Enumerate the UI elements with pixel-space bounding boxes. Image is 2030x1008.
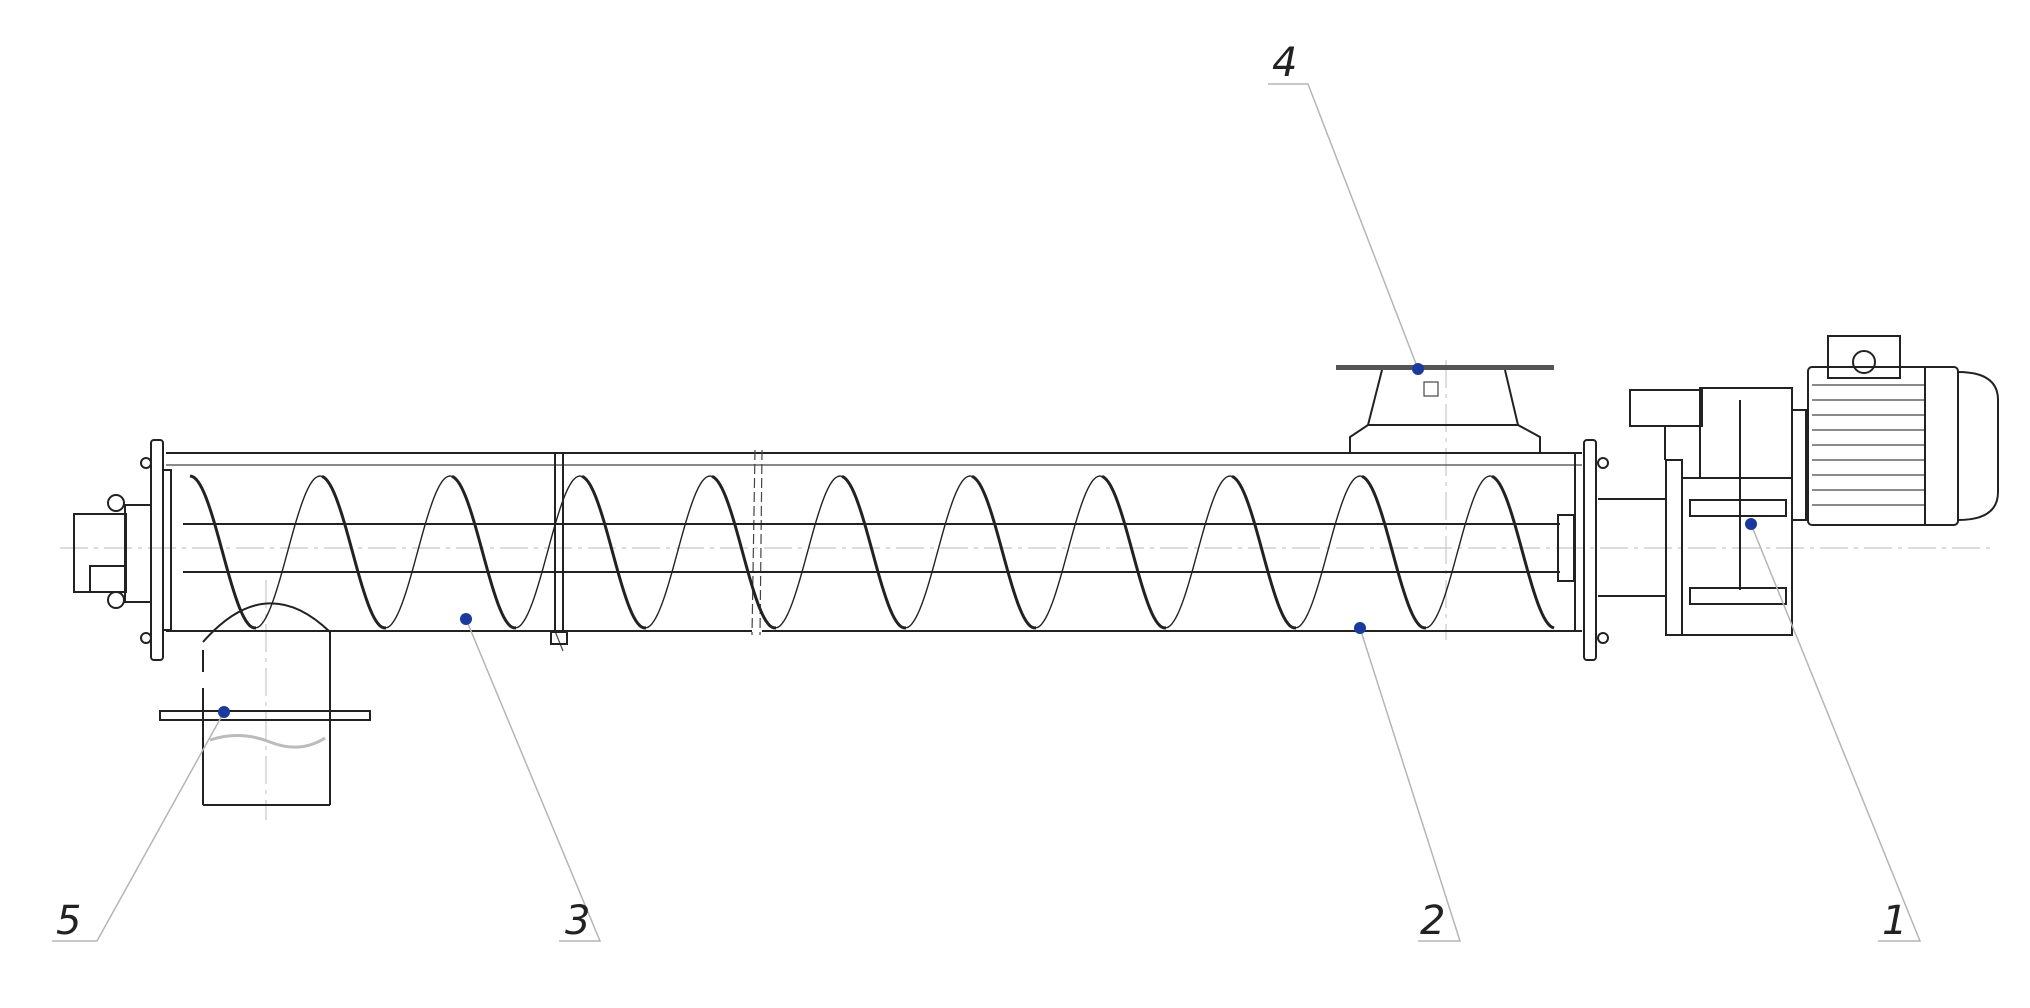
drive-unit [1598, 335, 1999, 636]
flight-edge [515, 475, 583, 629]
marker-4 [1412, 363, 1424, 375]
marker-2 [1354, 622, 1366, 634]
screw-flights [189, 474, 1555, 630]
flight-edge [775, 475, 843, 629]
flight-edge [1361, 475, 1426, 630]
callout-label-3: 3 [565, 898, 590, 944]
flight-edge [1425, 475, 1493, 629]
flight-edge [189, 474, 256, 630]
callout-markers [218, 363, 1757, 718]
trough-body [166, 449, 1582, 652]
flight-edge [1295, 475, 1363, 629]
flight-edge [581, 475, 646, 630]
callout-label-2: 2 [1420, 898, 1445, 944]
flight-edge [841, 475, 906, 630]
flight-edge [255, 475, 323, 629]
marker-3 [460, 613, 472, 625]
flight-edge [645, 475, 713, 629]
flight-edge [1165, 475, 1233, 629]
marker-1 [1745, 518, 1757, 530]
flight-edge [905, 475, 973, 629]
inlet-hopper [1336, 365, 1554, 453]
flight-edge [971, 475, 1036, 630]
flight-edge [1231, 475, 1296, 630]
leader-lines [52, 83, 1922, 942]
callout-label-4: 4 [1272, 40, 1297, 86]
flight-edge [1101, 475, 1166, 630]
marker-5 [218, 706, 230, 718]
right-end-flange [1583, 439, 1609, 661]
flight-edge [1035, 475, 1103, 629]
callout-label-5: 5 [56, 898, 81, 944]
callout-label-1: 1 [1882, 898, 1907, 944]
flight-edge [711, 475, 776, 630]
flight-edge [385, 475, 453, 629]
flight-edge [451, 475, 516, 630]
flight-edge [1491, 475, 1555, 630]
outlet-pipe [159, 602, 371, 806]
flight-edge [321, 475, 386, 630]
left-end-bearing [73, 439, 172, 661]
